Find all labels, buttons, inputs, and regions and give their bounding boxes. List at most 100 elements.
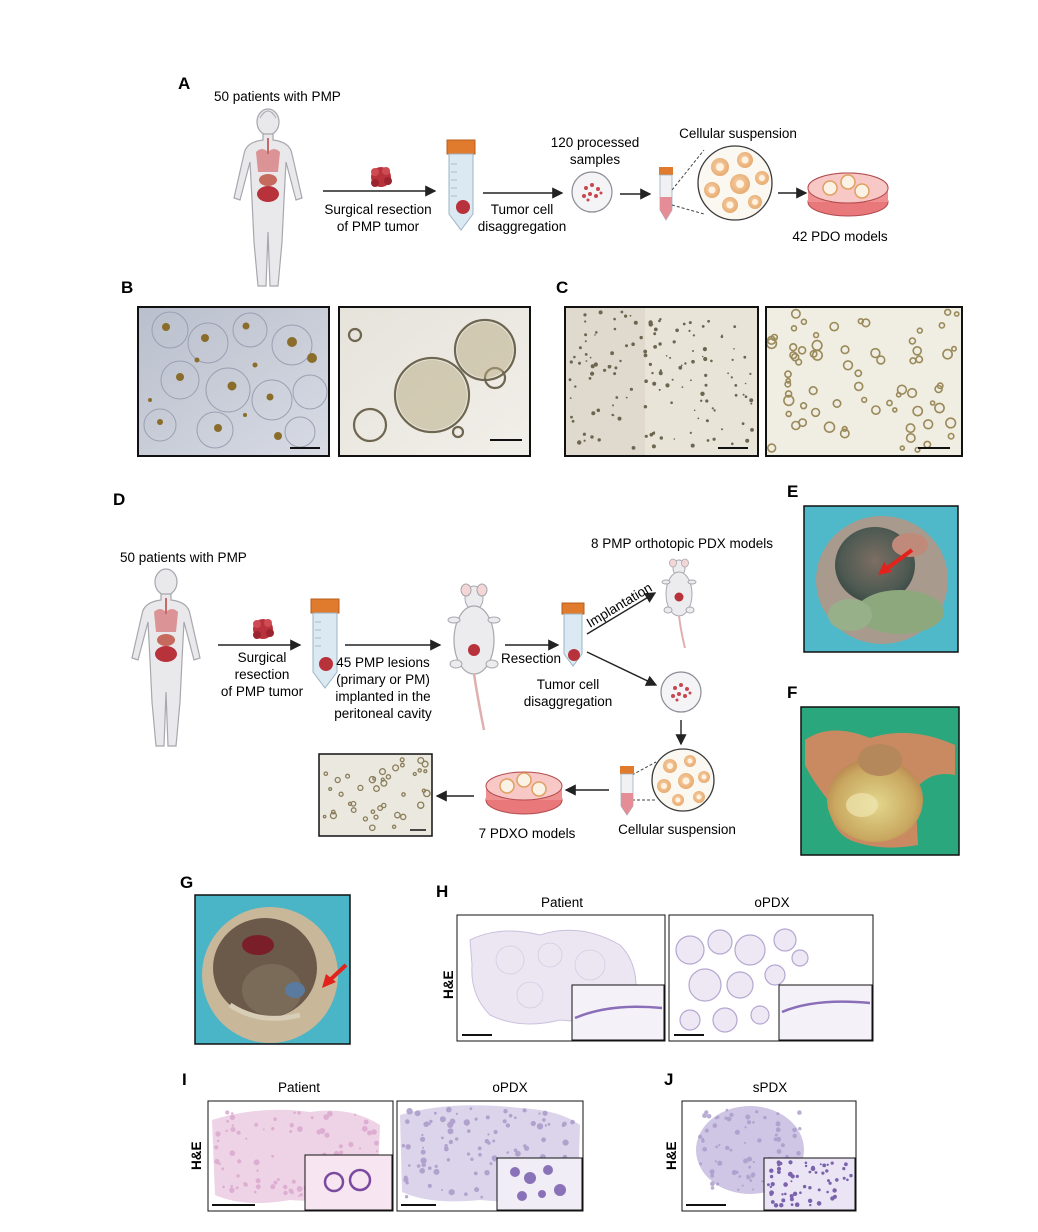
- texture-dot: [214, 1145, 219, 1150]
- panel-d-lesions-text: 45 PMP lesions: [336, 655, 430, 670]
- texture-dot: [582, 432, 587, 436]
- texture-dot: [289, 1130, 293, 1133]
- texture-dot: [617, 416, 622, 421]
- texture-dot: [776, 1136, 782, 1142]
- panel-h: H Patient oPDX H&E: [436, 882, 874, 1042]
- texture-dot: [710, 1173, 715, 1178]
- texture-dot: [399, 757, 405, 763]
- texture-dot: [345, 773, 351, 779]
- petri-dish-icon: [571, 171, 613, 213]
- texture-dot: [595, 331, 598, 334]
- texture-dot: [589, 356, 592, 359]
- texture-dot: [914, 446, 921, 453]
- texture-dot: [236, 1174, 240, 1178]
- texture-dot: [230, 1184, 234, 1188]
- texture-dot: [692, 334, 696, 337]
- texture-dot: [631, 446, 636, 450]
- texture-dot: [377, 805, 384, 812]
- texture-dot: [350, 807, 357, 814]
- red-arrow-icon: [883, 548, 914, 572]
- texture-dot: [653, 332, 657, 336]
- texture-dot: [610, 365, 612, 368]
- texture-dot: [799, 1191, 802, 1194]
- texture-dot: [763, 1115, 767, 1120]
- texture-dot: [633, 320, 638, 325]
- texture-dot: [299, 1193, 303, 1197]
- texture-dot: [422, 1146, 424, 1149]
- texture-dot: [832, 398, 842, 408]
- texture-dot: [357, 784, 364, 792]
- texture-dot: [578, 346, 582, 350]
- flow-arrow: [586, 651, 658, 686]
- texture-dot: [648, 362, 653, 366]
- texture-dot: [610, 351, 614, 356]
- panel-h-col1-label: Patient: [541, 895, 583, 910]
- texture-dot: [348, 1141, 354, 1148]
- texture-dot: [745, 1114, 751, 1120]
- texture-dot: [822, 1163, 827, 1168]
- texture-dot: [639, 335, 643, 340]
- texture-dot: [446, 1158, 451, 1162]
- texture-dot: [876, 355, 886, 365]
- texture-dot: [891, 407, 898, 413]
- texture-dot: [416, 801, 425, 809]
- texture-dot: [720, 335, 724, 339]
- texture-dot: [769, 1168, 774, 1173]
- panel-e: E: [787, 482, 959, 653]
- texture-dot: [443, 1146, 449, 1152]
- texture-dot: [942, 348, 953, 360]
- texture-dot: [680, 364, 683, 367]
- texture-dot: [414, 1110, 421, 1117]
- texture-dot: [810, 407, 821, 418]
- texture-dot: [271, 1154, 275, 1158]
- texture-dot: [681, 386, 684, 388]
- texture-dot: [710, 1181, 715, 1187]
- texture-dot: [659, 372, 663, 376]
- texture-dot: [789, 1197, 794, 1202]
- panel-a-letter: A: [178, 74, 190, 93]
- texture-dot: [612, 404, 614, 407]
- texture-dot: [420, 1149, 426, 1155]
- texture-dot: [735, 1170, 739, 1175]
- texture-dot: [322, 814, 327, 819]
- texture-dot: [707, 319, 710, 323]
- texture-dot: [373, 814, 379, 820]
- texture-dot: [467, 1129, 471, 1133]
- texture-dot: [832, 1188, 837, 1193]
- panel-c-letter: C: [556, 278, 568, 297]
- texture-dot: [426, 1121, 429, 1124]
- texture-dot: [789, 351, 798, 360]
- texture-dot: [827, 1179, 830, 1183]
- texture-dot: [870, 347, 881, 359]
- texture-dot: [784, 1192, 787, 1196]
- texture-dot: [909, 357, 917, 365]
- texture-dot: [441, 1136, 444, 1140]
- texture-dot: [374, 1140, 379, 1146]
- texture-dot: [229, 1150, 236, 1156]
- texture-dot: [653, 431, 656, 434]
- texture-dot: [783, 394, 795, 407]
- texture-dot: [523, 1144, 527, 1148]
- texture-dot: [731, 442, 734, 446]
- texture-dot: [702, 1113, 708, 1119]
- cellular-suspension-icon: [697, 145, 773, 221]
- small-tube-icon: [659, 167, 673, 221]
- texture-dot: [644, 379, 648, 384]
- texture-dot: [731, 358, 734, 361]
- texture-dot: [691, 359, 695, 364]
- texture-dot: [229, 1114, 235, 1120]
- panel-a: A 50 patients with PMP Surgical resectio…: [178, 74, 889, 287]
- texture-dot: [659, 436, 663, 440]
- texture-dot: [262, 1128, 265, 1131]
- texture-dot: [745, 438, 750, 443]
- texture-dot: [701, 355, 704, 358]
- texture-dot: [590, 435, 594, 439]
- texture-dot: [776, 1149, 782, 1154]
- texture-dot: [338, 791, 344, 797]
- texture-dot: [477, 1146, 482, 1151]
- texture-dot: [541, 1137, 546, 1143]
- panel-e-letter: E: [787, 482, 798, 501]
- texture-dot: [466, 1152, 471, 1156]
- texture-dot: [934, 402, 945, 414]
- micrograph-b-left: [137, 306, 330, 457]
